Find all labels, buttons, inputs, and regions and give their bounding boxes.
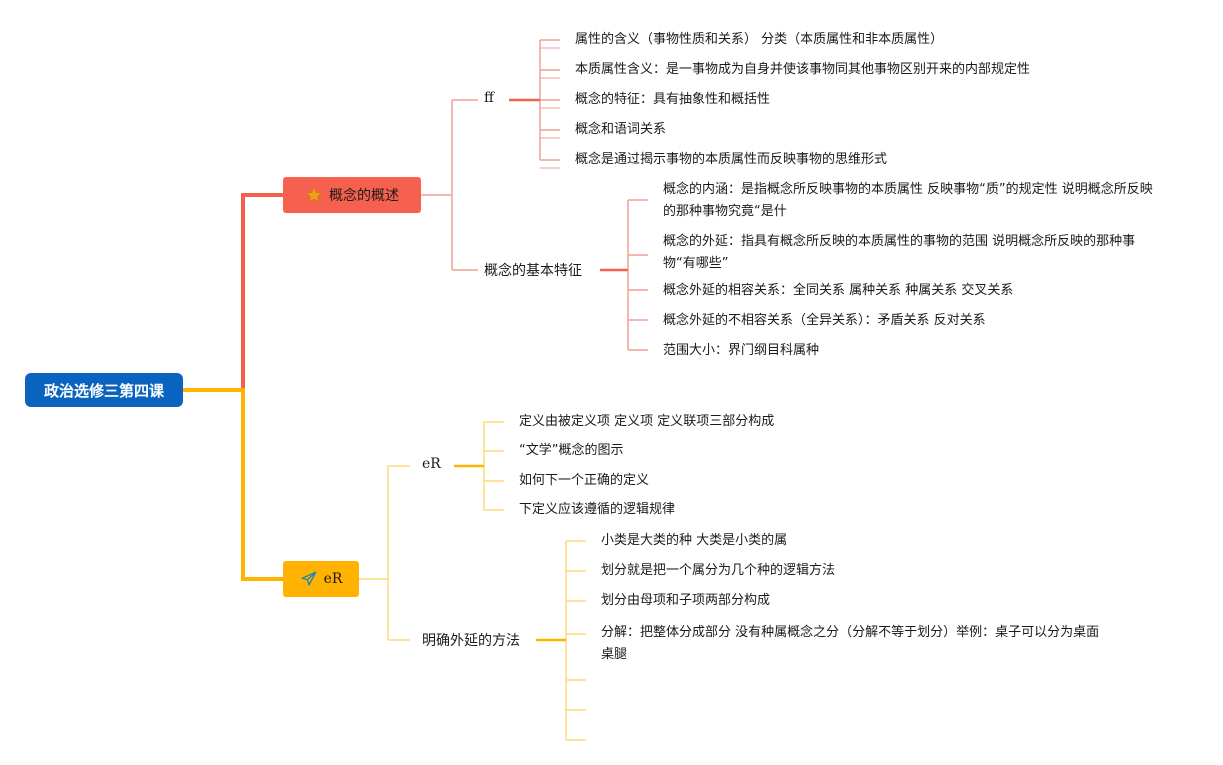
branch-concept-overview[interactable]: 概念的概述 <box>283 177 421 213</box>
leaf-ff-2[interactable]: 本质属性含义：是一事物成为自身并使该事物同其他事物区别开来的内部规定性 <box>575 62 1031 77</box>
leaf-ff-4[interactable]: 概念和语词关系 <box>575 122 667 137</box>
link-root-branch2 <box>183 388 283 581</box>
root-topic-label: 政治选修三第四课 <box>43 381 164 400</box>
leaf-er-3[interactable]: 如何下一个正确的定义 <box>519 473 650 488</box>
leaf-er-1[interactable]: 定义由被定义项 定义项 定义联项三部分构成 <box>519 414 775 429</box>
leaf-er-2[interactable]: “文学”概念的图示 <box>519 443 624 458</box>
link-branch2-subs <box>359 465 410 641</box>
root-topic[interactable]: 政治选修三第四课 <box>25 373 183 407</box>
subtopic-extension-method[interactable]: 明确外延的方法 <box>422 633 520 649</box>
leaf-ff-3[interactable]: 概念的特征：具有抽象性和概括性 <box>575 92 771 107</box>
leaf-features-3[interactable]: 概念外延的相容关系：全同关系 属种关系 种属关系 交叉关系 <box>663 283 1014 298</box>
subtopic-er[interactable]: eR <box>422 456 441 472</box>
leaf-ff-5[interactable]: 概念是通过揭示事物的本质属性而反映事物的思维形式 <box>575 152 888 167</box>
leaf-method-1[interactable]: 小类是大类的种 大类是小类的属 <box>601 533 788 548</box>
leaf-method-3[interactable]: 划分由母项和子项两部分构成 <box>601 593 771 608</box>
link-branch1-subs <box>421 99 478 271</box>
subtopic-ff[interactable]: ff <box>484 90 494 106</box>
branch-concept-overview-label: 概念的概述 <box>329 188 399 204</box>
leaf-er-4[interactable]: 下定义应该遵循的逻辑规律 <box>519 502 676 517</box>
branch-er-label: eR <box>323 571 343 587</box>
link-sub2-leaves <box>600 199 648 351</box>
leaf-features-1[interactable]: 概念的内涵：是指概念所反映事物的本质属性 反映事物“质”的规定性 说明概念所反映… <box>663 182 1153 219</box>
link-root-branch1 <box>183 193 283 392</box>
leaf-method-4[interactable]: 分解：把整体分成部分 没有种属概念之分（分解不等于划分）举例：桌子可以分为桌面 … <box>601 625 1100 662</box>
leaf-method-2[interactable]: 划分就是把一个属分为几个种的逻辑方法 <box>601 563 836 578</box>
paper-plane-icon <box>300 570 318 588</box>
star-icon <box>305 186 323 204</box>
leaf-ff-1[interactable]: 属性的含义（事物性质和关系） 分类（本质属性和非本质属性） <box>575 32 944 47</box>
leaf-features-4[interactable]: 概念外延的不相容关系（全异关系）：矛盾关系 反对关系 <box>663 313 986 328</box>
branch-er[interactable]: eR <box>283 561 359 597</box>
leaf-features-2[interactable]: 概念的外延：指具有概念所反映的本质属性的事物的范围 说明概念所反映的那种事物“有… <box>663 234 1136 271</box>
subtopic-basic-features[interactable]: 概念的基本特征 <box>484 263 582 279</box>
leaf-features-5[interactable]: 范围大小：界门纲目科属种 <box>663 343 820 358</box>
